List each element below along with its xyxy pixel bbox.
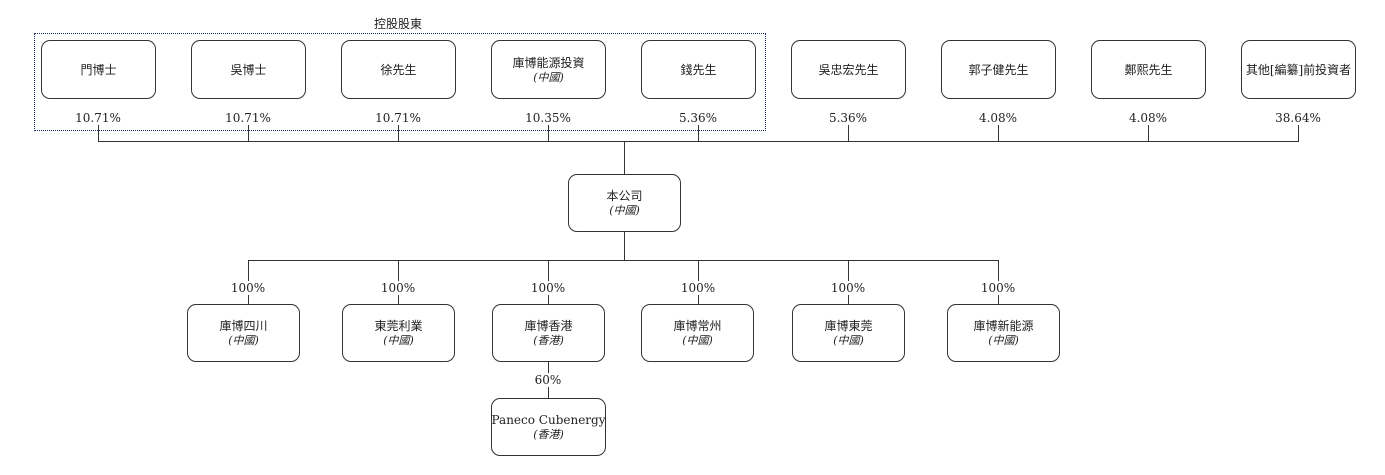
- shareholder-jurisdiction: (中國): [533, 70, 564, 84]
- shareholder-box: 錢先生: [641, 40, 756, 99]
- shareholder-name: 吳忠宏先生: [818, 62, 879, 77]
- connector: [624, 141, 625, 174]
- shareholder-name: 郭子健先生: [968, 62, 1029, 77]
- subsidiary-box: 東莞利業 (中國): [342, 304, 455, 362]
- shareholder-percentage: 10.71%: [363, 111, 433, 125]
- subsidiary-percentage: 100%: [963, 281, 1033, 295]
- connector: [248, 124, 249, 142]
- shareholder-name: 庫博能源投資: [512, 55, 585, 70]
- connector: [98, 124, 99, 142]
- shareholder-box: 其他[編纂]前投資者: [1241, 40, 1356, 99]
- shareholder-box: 徐先生: [341, 40, 456, 99]
- subsidiary-box: 庫博新能源 (中國): [947, 304, 1060, 362]
- shareholder-percentage: 10.35%: [513, 111, 583, 125]
- shareholder-box: 郭子健先生: [941, 40, 1056, 99]
- subsidiary-jurisdiction: (中國): [682, 334, 713, 347]
- shareholder-percentage: 38.64%: [1263, 111, 1333, 125]
- subsidiary-box: 庫博四川 (中國): [187, 304, 300, 362]
- company-jurisdiction: (中國): [609, 204, 640, 217]
- subsidiary-name: 庫博四川: [219, 319, 268, 333]
- subsidiary-percentage: 100%: [213, 281, 283, 295]
- subsidiary-name: 庫博常州: [673, 319, 722, 333]
- shareholder-box: 吳博士: [191, 40, 306, 99]
- shareholder-percentage: 5.36%: [813, 111, 883, 125]
- shareholder-percentage: 4.08%: [963, 111, 1033, 125]
- shareholder-box: 鄭熙先生: [1091, 40, 1206, 99]
- connector: [248, 260, 999, 261]
- shareholder-name: 其他[編纂]前投資者: [1245, 62, 1352, 77]
- subsidiary-box: 庫博東莞 (中國): [792, 304, 905, 362]
- subsidiary-name: 東莞利業: [374, 319, 423, 333]
- subsidiary-percentage: 100%: [513, 281, 583, 295]
- controlling-shareholders-label: 控股股東: [373, 17, 422, 31]
- connector: [1148, 124, 1149, 142]
- subsidiary-name: 庫博東莞: [824, 319, 873, 333]
- subsidiary-box: 庫博香港 (香港): [492, 304, 605, 362]
- connector: [848, 124, 849, 142]
- shareholder-box: 吳忠宏先生: [791, 40, 906, 99]
- subsidiary-jurisdiction: (中國): [228, 334, 259, 347]
- sub-subsidiary-jurisdiction: (香港): [533, 428, 564, 441]
- shareholder-box: 門博士: [41, 40, 156, 99]
- subsidiary-jurisdiction: (香港): [533, 334, 564, 347]
- shareholder-percentage: 4.08%: [1113, 111, 1183, 125]
- shareholder-percentage: 10.71%: [213, 111, 283, 125]
- sub-subsidiary-percentage: 60%: [513, 373, 583, 387]
- shareholder-name: 鄭熙先生: [1124, 62, 1173, 77]
- subsidiary-percentage: 100%: [363, 281, 433, 295]
- shareholder-percentage: 10.71%: [63, 111, 133, 125]
- shareholder-name: 錢先生: [680, 62, 717, 77]
- subsidiary-name: 庫博新能源: [973, 319, 1034, 333]
- sub-subsidiary-name: Paneco Cubenergy: [491, 413, 606, 427]
- subsidiary-jurisdiction: (中國): [988, 334, 1019, 347]
- controlling-shareholders-group: [34, 33, 766, 131]
- connector: [548, 124, 549, 142]
- shareholder-percentage: 5.36%: [663, 111, 733, 125]
- connector: [98, 141, 1299, 142]
- subsidiary-box: 庫博常州 (中國): [641, 304, 754, 362]
- shareholder-name: 門博士: [80, 62, 117, 77]
- company-name: 本公司: [606, 189, 643, 203]
- shareholder-name: 吳博士: [230, 62, 267, 77]
- subsidiary-jurisdiction: (中國): [833, 334, 864, 347]
- connector: [998, 124, 999, 142]
- subsidiary-percentage: 100%: [663, 281, 733, 295]
- subsidiary-jurisdiction: (中國): [383, 334, 414, 347]
- connector: [624, 232, 625, 260]
- connector: [1298, 124, 1299, 142]
- shareholder-name: 徐先生: [380, 62, 417, 77]
- connector: [698, 124, 699, 142]
- subsidiary-name: 庫博香港: [524, 319, 573, 333]
- connector: [398, 124, 399, 142]
- company-box: 本公司 (中國): [568, 174, 681, 232]
- subsidiary-percentage: 100%: [813, 281, 883, 295]
- shareholder-box: 庫博能源投資 (中國): [491, 40, 606, 99]
- sub-subsidiary-box: Paneco Cubenergy (香港): [491, 398, 606, 456]
